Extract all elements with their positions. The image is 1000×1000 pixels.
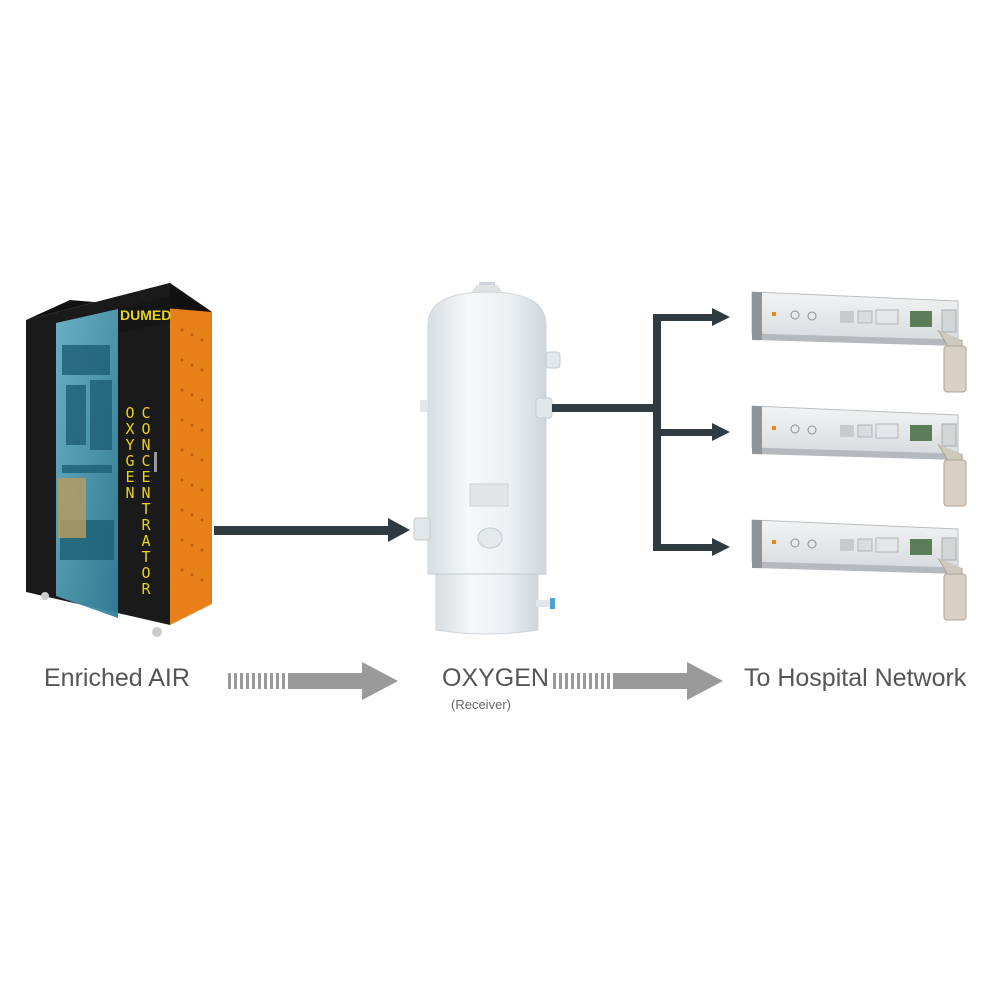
bedhead-panel xyxy=(751,291,967,393)
label-hospital-network: To Hospital Network xyxy=(744,664,967,692)
brand-logo: DUMED xyxy=(120,307,171,323)
label-receiver: (Receiver) xyxy=(451,697,511,712)
tank-drain-valve xyxy=(550,598,555,609)
tank-inlet-nozzle xyxy=(413,517,431,541)
cabinet-side-vents xyxy=(180,328,204,582)
flow-arrow-oxygen-to-network xyxy=(553,662,723,700)
tank-skirt xyxy=(435,573,539,635)
tank-nozzle-upper xyxy=(545,351,561,369)
tank-outlet-nozzle xyxy=(535,397,553,419)
bedhead-panel xyxy=(751,405,967,507)
oxygen-receiver-tank xyxy=(413,282,561,635)
flow-arrow-air-to-oxygen xyxy=(228,662,398,700)
bedhead-panel xyxy=(751,519,967,621)
tank-body xyxy=(427,291,547,575)
pipe-to-receiver xyxy=(214,518,410,542)
tank-manhole xyxy=(477,527,503,549)
cabinet-handle xyxy=(154,452,157,472)
cabinet-wheel xyxy=(152,627,162,637)
label-enriched-air: Enriched AIR xyxy=(44,664,190,692)
label-oxygen: OXYGEN xyxy=(442,664,549,692)
pipe-branching-network xyxy=(552,308,730,556)
tank-nameplate xyxy=(469,483,509,507)
cabinet-wheel xyxy=(41,592,49,600)
